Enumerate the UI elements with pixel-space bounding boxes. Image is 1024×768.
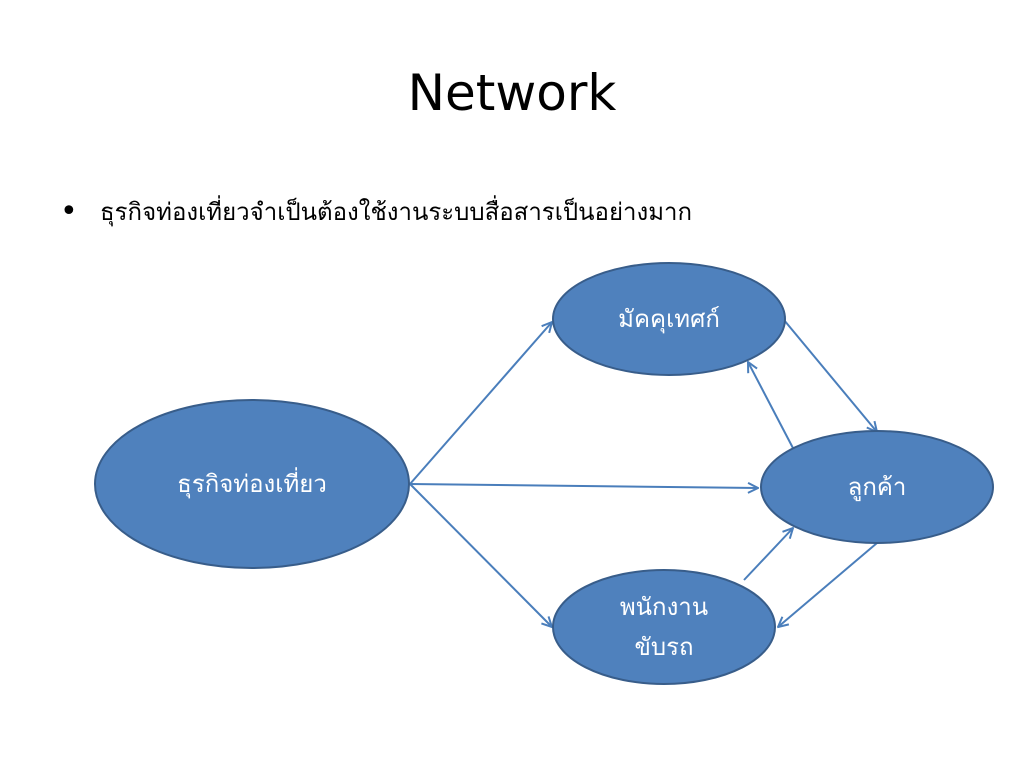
edge-customer-to-driver: [778, 542, 878, 627]
edge-guide-to-customer: [783, 319, 877, 432]
edge-customer-to-guide: [748, 362, 795, 451]
node-shape-driver: [552, 569, 776, 685]
node-shape-customer: [760, 430, 994, 544]
nodes-layer: ธุรกิจท่องเที่ยว มัคคุเทศก์ลูกค้าพนักงานข…: [94, 262, 994, 685]
edges-layer: [409, 319, 878, 627]
bullet-dot-icon: •: [60, 194, 78, 229]
node-guide: มัคคุเทศก์: [552, 262, 786, 376]
slide-title: Network: [407, 64, 617, 122]
edge-driver-to-customer: [743, 528, 793, 581]
node-label-driver-0: พนักงาน: [620, 593, 708, 621]
edge-business-to-customer: [409, 484, 758, 488]
node-customer: ลูกค้า: [760, 430, 994, 544]
node-label-customer: ลูกค้า: [848, 473, 907, 502]
node-shape-business: [94, 399, 410, 569]
bullet-text: ธุรกิจท่องเที่ยวจำเป็นต้องใช้งานระบบสื่อ…: [100, 198, 693, 226]
node-shape-guide: [552, 262, 786, 376]
bullet-item: • ธุรกิจท่องเที่ยวจำเป็นต้องใช้งานระบบสื…: [60, 188, 980, 236]
node-label-business: ธุรกิจท่องเที่ยว: [177, 467, 327, 499]
node-business: ธุรกิจท่องเที่ยว: [94, 399, 410, 569]
edge-business-to-guide: [409, 322, 552, 485]
node-label-guide: มัคคุเทศก์: [618, 305, 720, 334]
node-label-driver-1: ขับรถ: [634, 633, 693, 661]
edge-business-to-driver: [409, 483, 552, 627]
